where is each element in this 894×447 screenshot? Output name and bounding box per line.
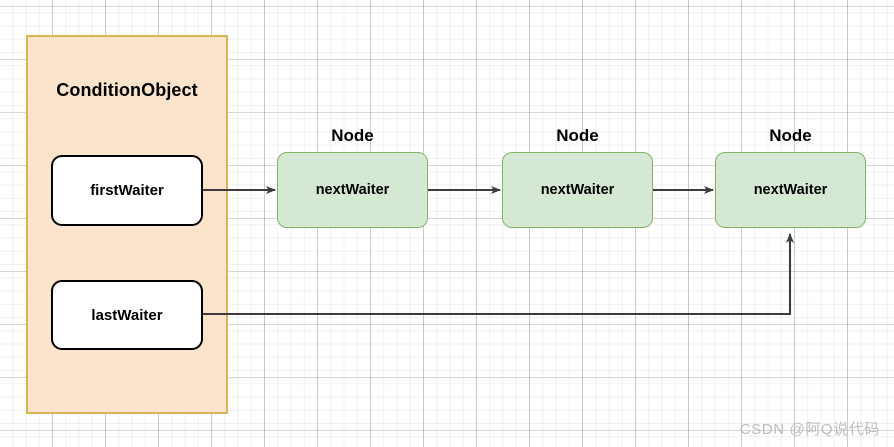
next-waiter-label-1: nextWaiter — [315, 182, 390, 198]
node-box-3[interactable]: nextWaiter — [715, 152, 866, 228]
csdn-watermark: CSDN @阿Q说代码 — [739, 421, 880, 438]
first-waiter-label: firstWaiter — [90, 182, 164, 199]
node-title-1: Node — [331, 126, 374, 145]
edge-last-waiter-to-node-3 — [203, 233, 794, 316]
last-waiter-box[interactable]: lastWaiter — [51, 280, 203, 350]
first-waiter-box[interactable]: firstWaiter — [51, 155, 203, 226]
node-title-3: Node — [769, 126, 812, 145]
next-waiter-label-3: nextWaiter — [753, 182, 828, 198]
node-title-2: Node — [556, 126, 599, 145]
node-box-2[interactable]: nextWaiter — [502, 152, 653, 228]
condition-object-title: ConditionObject — [56, 80, 198, 100]
node-box-1[interactable]: nextWaiter — [277, 152, 428, 228]
next-waiter-label-2: nextWaiter — [540, 182, 615, 198]
last-waiter-label: lastWaiter — [91, 306, 163, 324]
